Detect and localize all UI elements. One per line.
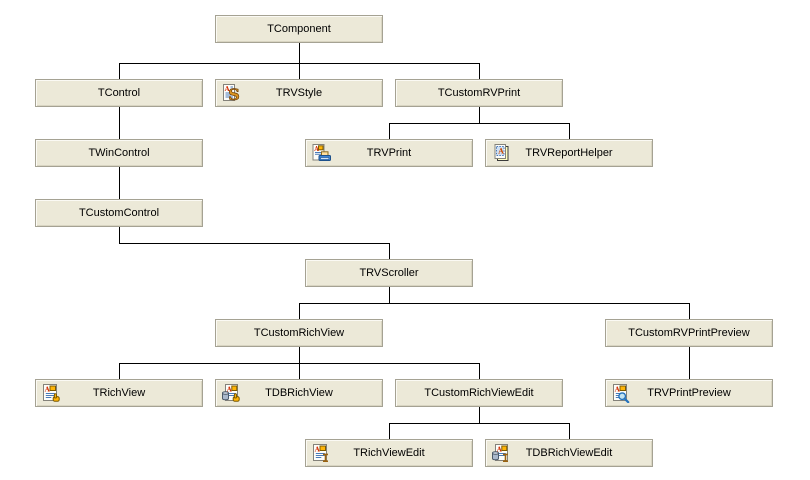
connector-line [119, 183, 120, 199]
connector-line [569, 423, 570, 439]
class-label: TRichViewEdit [353, 447, 425, 459]
connector-line [119, 243, 390, 244]
class-box-tcustomrvprintpreview[interactable]: TCustomRVPrintPreview [605, 319, 773, 347]
class-label: TRichView [92, 387, 146, 399]
db-richview-icon: A [221, 383, 241, 403]
connector-line [119, 63, 120, 79]
connector-line [389, 123, 390, 139]
class-box-tcustomcontrol[interactable]: TCustomControl [35, 199, 203, 227]
connector-line [389, 243, 390, 259]
svg-text:A: A [497, 147, 504, 156]
class-box-trvprint[interactable]: A TRVPrint [305, 139, 473, 167]
class-box-trvprintpreview[interactable]: A TRVPrintPreview [605, 379, 773, 407]
class-box-twincontrol[interactable]: TWinControl [35, 139, 203, 167]
class-label: TRVPrint [366, 147, 412, 159]
class-label: TDBRichViewEdit [525, 447, 613, 459]
connector-line [689, 347, 690, 363]
class-box-trvscroller[interactable]: TRVScroller [305, 259, 473, 287]
connector-line [479, 407, 480, 423]
connector-line [299, 363, 300, 379]
class-label: TCustomRichViewEdit [424, 387, 534, 399]
svg-text:S: S [228, 85, 240, 103]
connector-line [119, 107, 120, 123]
connector-line [479, 63, 480, 79]
connector-line [389, 423, 390, 439]
report-helper-icon: A [491, 143, 511, 163]
connector-line [389, 423, 570, 424]
class-label: TControl [97, 87, 141, 99]
connector-line [479, 363, 480, 379]
class-label: TRVScroller [359, 267, 419, 279]
class-label: TComponent [267, 23, 331, 35]
db-richview-edit-icon: A [491, 443, 511, 463]
class-label: TRVPrintPreview [647, 387, 731, 399]
class-label: TCustomRVPrint [437, 87, 521, 99]
class-box-tdbrichview[interactable]: A TDBRichView [215, 379, 383, 407]
class-label: TCustomControl [78, 207, 160, 219]
connector-line [299, 303, 690, 304]
class-box-tcontrol[interactable]: TControl [35, 79, 203, 107]
class-box-trvreporthelper[interactable]: A TRVReportHelper [485, 139, 653, 167]
connector-line [119, 167, 120, 183]
class-box-tcustomrichview[interactable]: TCustomRichView [215, 319, 383, 347]
class-box-tcomponent[interactable]: TComponent [215, 15, 383, 43]
svg-text:A: A [226, 385, 233, 393]
class-box-tcustomrichviewedit[interactable]: TCustomRichViewEdit [395, 379, 563, 407]
class-label: TRVReportHelper [525, 147, 613, 159]
connector-line [689, 303, 690, 319]
svg-text:A: A [614, 385, 621, 393]
connector-line [389, 287, 390, 303]
connector-line [689, 363, 690, 379]
connector-line [299, 43, 300, 63]
richview-edit-icon: A [311, 443, 331, 463]
class-label: TWinControl [88, 147, 150, 159]
svg-text:A: A [44, 385, 51, 393]
connector-line [569, 123, 570, 139]
connector-line [119, 227, 120, 243]
connector-line [119, 363, 120, 379]
class-label: TCustomRVPrintPreview [628, 327, 750, 339]
class-box-tcustomrvprint[interactable]: TCustomRVPrint [395, 79, 563, 107]
richview-icon: A [41, 383, 61, 403]
print-icon: A [311, 143, 331, 163]
connector-line [389, 123, 570, 124]
connector-line [479, 107, 480, 123]
class-label: TRVStyle [275, 87, 323, 99]
svg-text:A: A [496, 445, 503, 453]
class-box-trichviewedit[interactable]: A TRichViewEdit [305, 439, 473, 467]
svg-text:A: A [313, 146, 319, 153]
class-label: TDBRichView [265, 387, 333, 399]
print-preview-icon: A [611, 383, 631, 403]
connector-line [119, 123, 120, 139]
class-box-tdbrichviewedit[interactable]: A TDBRichViewEdit [485, 439, 653, 467]
svg-text:A: A [314, 445, 321, 453]
connector-line [299, 303, 300, 319]
class-box-trichview[interactable]: A TRichView [35, 379, 203, 407]
svg-text:A: A [224, 85, 231, 93]
class-label: TCustomRichView [253, 327, 345, 339]
connector-line [299, 63, 300, 79]
connector-line [299, 347, 300, 363]
